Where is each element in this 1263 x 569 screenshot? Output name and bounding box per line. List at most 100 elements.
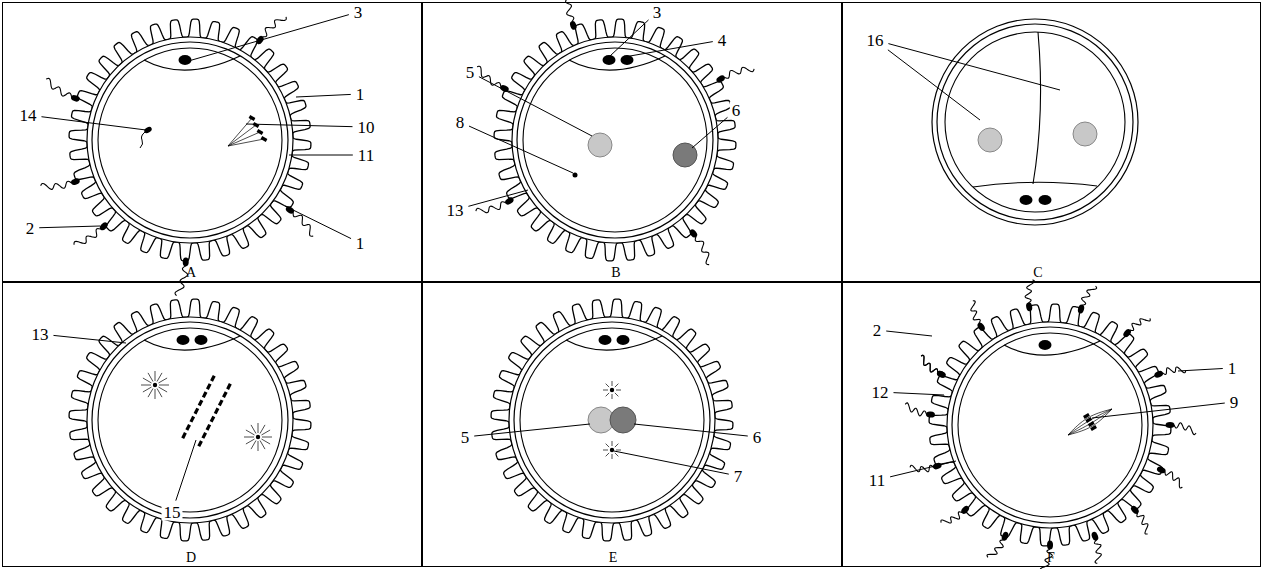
leader-line: [614, 451, 729, 474]
callout-number: 2: [871, 322, 884, 339]
leader-line: [1178, 369, 1223, 371]
sperm-tail: [175, 266, 188, 296]
sperm-head: [569, 20, 578, 31]
sperm-head: [1122, 328, 1132, 339]
spindle-fiber: [1068, 409, 1112, 435]
chromosome: [206, 383, 212, 390]
nucleus: [1073, 122, 1097, 146]
zona-pellucida: [937, 24, 1133, 220]
chromosome: [210, 375, 216, 382]
sperm-tail: [46, 78, 71, 97]
sperm-head: [1153, 370, 1164, 379]
callout-number: 1: [1226, 360, 1239, 377]
aster-ray: [260, 440, 265, 449]
perivitelline-space: [1004, 341, 1100, 355]
sperm-tail: [74, 229, 101, 245]
chromosome: [181, 432, 187, 439]
sperm-tail: [905, 403, 926, 416]
aster-ray: [258, 423, 259, 433]
leader-line: [610, 20, 649, 56]
callout-number: 1: [354, 235, 367, 252]
callout-number: 6: [751, 429, 764, 446]
leader-line: [289, 155, 353, 156]
callout-number: 7: [732, 468, 745, 485]
sperm-tail: [1082, 286, 1097, 305]
egg-cell: [69, 299, 311, 541]
aster-ray: [251, 440, 256, 449]
chromosome: [198, 399, 204, 406]
chromosome: [201, 432, 207, 439]
chromosome: [190, 416, 196, 423]
leader-line: [692, 117, 727, 148]
zona-pellucida: [517, 42, 713, 238]
callout-number: 4: [716, 32, 729, 49]
leader-line: [53, 335, 126, 343]
aster-ray: [261, 439, 270, 444]
aster-ray: [616, 390, 621, 391]
cell-membrane: [958, 333, 1142, 517]
callout-number: 9: [1228, 394, 1241, 411]
aster-ray: [148, 373, 153, 382]
egg-cell: [905, 280, 1196, 569]
leader-line: [888, 44, 1060, 90]
perivitelline-space: [144, 336, 240, 350]
aster-ray: [606, 444, 610, 448]
leader-line: [469, 126, 573, 173]
panel-letter: C: [1033, 266, 1042, 280]
aster-ray: [158, 378, 167, 383]
zona-pellucida: [87, 37, 293, 243]
egg-cell: [491, 299, 733, 541]
sperm-head: [70, 177, 81, 186]
leader-line: [185, 15, 349, 62]
sperm-tail: [987, 540, 1004, 557]
polar-body: [599, 335, 612, 345]
chromosome: [1088, 421, 1095, 427]
aster-ray: [157, 373, 162, 382]
zona-pellucida: [514, 322, 710, 518]
cell-membrane: [98, 328, 282, 512]
aster-ray: [260, 425, 265, 434]
centriole: [610, 448, 614, 452]
sperm-tail: [1137, 513, 1148, 534]
callout-number: 11: [356, 147, 376, 164]
panel-letter: E: [609, 551, 618, 565]
sperm-head: [1090, 531, 1099, 542]
chromosome: [202, 391, 208, 398]
sperm-tail: [1130, 318, 1151, 330]
chromosome: [253, 122, 260, 128]
sperm-head: [1166, 422, 1175, 428]
cell-membrane: [520, 328, 704, 512]
egg-cell: [41, 17, 314, 296]
chromosome: [218, 399, 224, 406]
callout-number: 2: [24, 220, 37, 237]
sperm-head: [715, 74, 726, 84]
blastomere-edge: [973, 182, 1097, 187]
sperm-head: [688, 228, 698, 239]
sperm-tail: [41, 181, 72, 189]
polar-body: [195, 335, 208, 345]
callout-number: 14: [18, 107, 39, 124]
corona-radiata: [491, 299, 733, 541]
aster-ray: [143, 378, 152, 383]
chromosome: [257, 129, 264, 135]
callout-number: 11: [867, 472, 887, 489]
aster-ray: [262, 437, 272, 438]
leader-line: [893, 393, 944, 395]
egg-cell: [932, 19, 1138, 225]
sperm-head: [98, 221, 109, 232]
figure-panel: C: [842, 2, 1261, 282]
callout-number: 15: [162, 504, 183, 521]
aster-ray: [606, 384, 610, 388]
aster-ray: [603, 450, 608, 451]
sperm-tail: [941, 512, 962, 523]
aster-ray: [258, 441, 259, 451]
zona-pellucida: [932, 19, 1138, 225]
polar-body: [177, 335, 190, 345]
chromosome: [1090, 425, 1097, 431]
sperm-tail: [971, 301, 980, 324]
spindle-fiber: [1068, 409, 1112, 435]
callout-number: 1: [354, 86, 367, 103]
callout-number: 5: [464, 64, 477, 81]
egg-cell: [476, 0, 754, 265]
